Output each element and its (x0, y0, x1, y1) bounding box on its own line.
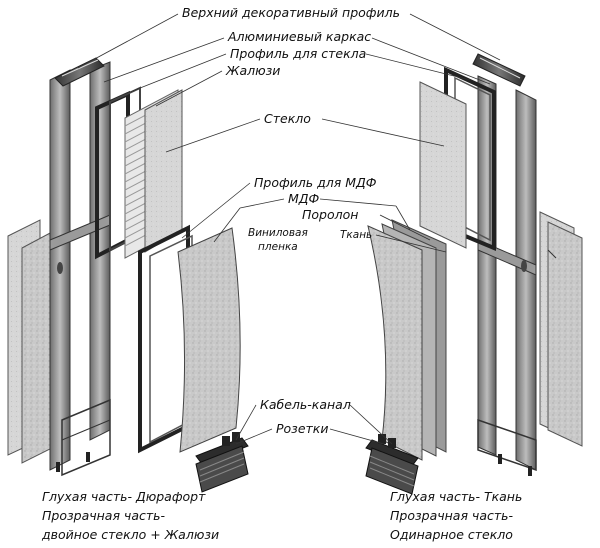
right-glass (419, 81, 467, 249)
label-aluminum-frame: Алюминиевый каркас (228, 29, 372, 44)
label-fabric: Ткань (340, 229, 373, 241)
left-glass-panel-front (21, 231, 53, 464)
right-glass-panel-front (547, 221, 583, 447)
caption-left: Глухая часть- Дюрафорт Прозрачная часть-… (42, 487, 219, 544)
label-glass: Стекло (264, 111, 311, 126)
left-top-decorative-profile (54, 57, 105, 87)
caption-right-line3: Одинарное стекло (390, 527, 513, 542)
left-vinyl-film-panel (177, 227, 241, 453)
caption-left-line1: Глухая часть- Дюрафорт (42, 489, 206, 504)
right-top-decorative-profile (472, 53, 526, 87)
leader-lines (77, 13, 501, 445)
label-foam: Поролон (302, 207, 359, 222)
right-aluminum-frame (515, 89, 537, 471)
label-top-decorative-profile: Верхний декоративный профиль (182, 5, 400, 20)
right-cable-channel (365, 434, 419, 495)
caption-left-line2: Прозрачная часть- (42, 508, 166, 523)
right-fabric-panel-front (367, 225, 423, 461)
caption-right-line1: Глухая часть- Ткань (390, 489, 523, 504)
label-cable-channel: Кабель-канал (260, 397, 351, 412)
label-sockets: Розетки (276, 421, 329, 436)
caption-right-line2: Прозрачная часть- (390, 508, 514, 523)
label-glass-profile: Профиль для стекла (230, 46, 367, 61)
left-cable-channel (195, 432, 249, 493)
left-glass (144, 89, 183, 253)
left-assembly (7, 57, 249, 493)
caption-left-line3: двойное стекло + Жалюзи (42, 527, 220, 542)
right-assembly (365, 53, 583, 495)
label-vinyl-film-line2: пленка (258, 240, 298, 253)
caption-right: Глухая часть- Ткань Прозрачная часть- Од… (390, 487, 522, 544)
label-mdf-profile: Профиль для МДФ (254, 175, 377, 190)
label-vinyl-film: Виниловая пленка (248, 228, 308, 252)
label-blinds: Жалюзи (226, 63, 281, 78)
label-mdf: МДФ (288, 191, 320, 206)
label-vinyl-film-line1: Виниловая (248, 227, 308, 239)
